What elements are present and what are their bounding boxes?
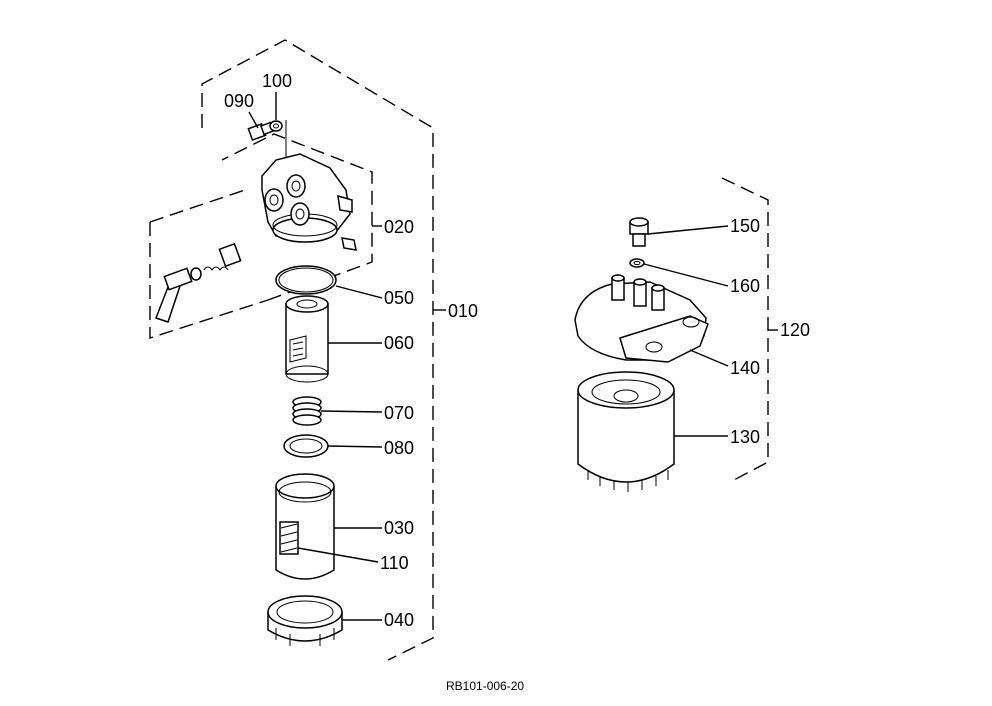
plug-150 bbox=[629, 217, 649, 247]
label-150: 150 bbox=[730, 216, 760, 236]
group-boundary-020-side bbox=[149, 189, 246, 223]
leader-090 bbox=[248, 111, 259, 129]
label-110: 110 bbox=[380, 553, 409, 573]
ring-nut-040 bbox=[267, 595, 343, 646]
label-030: 030 bbox=[384, 518, 414, 538]
float-110 bbox=[279, 521, 299, 555]
filter-assembly-120 bbox=[574, 177, 778, 492]
bowl-030 bbox=[275, 473, 335, 580]
filter-element-060 bbox=[285, 295, 329, 383]
label-130: 130 bbox=[730, 427, 760, 447]
leader-160 bbox=[643, 263, 729, 287]
leader-050 bbox=[335, 285, 383, 299]
label-010: 010 bbox=[448, 301, 478, 321]
o-ring-050 bbox=[275, 265, 337, 295]
cartridge-130 bbox=[577, 371, 675, 492]
label-160: 160 bbox=[730, 276, 760, 296]
leader-150 bbox=[647, 225, 729, 235]
drawing-code: RB101-006-20 bbox=[446, 679, 524, 693]
group-boundary-010 bbox=[201, 39, 434, 661]
label-070: 070 bbox=[384, 403, 414, 423]
label-040: 040 bbox=[384, 610, 414, 630]
leader-140 bbox=[689, 349, 729, 367]
label-140: 140 bbox=[730, 358, 760, 378]
gasket-160 bbox=[629, 258, 645, 268]
washer-100 bbox=[269, 120, 283, 132]
leader-110 bbox=[297, 547, 379, 563]
filter-head-020 bbox=[261, 153, 357, 251]
label-050: 050 bbox=[384, 288, 414, 308]
group-boundary-120 bbox=[721, 177, 769, 481]
fuel-filter-assembly-010 bbox=[149, 39, 446, 661]
label-100: 100 bbox=[262, 71, 292, 91]
filter-head-140 bbox=[574, 274, 709, 363]
label-060: 060 bbox=[384, 333, 414, 353]
label-020: 020 bbox=[384, 217, 414, 237]
fuel-cock-lever bbox=[155, 242, 242, 323]
label-080: 080 bbox=[384, 438, 414, 458]
spring-070 bbox=[292, 396, 322, 426]
label-120: 120 bbox=[780, 320, 810, 340]
group-boundary-020 bbox=[149, 133, 373, 339]
ring-080 bbox=[283, 434, 329, 458]
leader-080 bbox=[327, 445, 383, 448]
label-090: 090 bbox=[224, 91, 254, 111]
leader-070 bbox=[320, 410, 383, 413]
